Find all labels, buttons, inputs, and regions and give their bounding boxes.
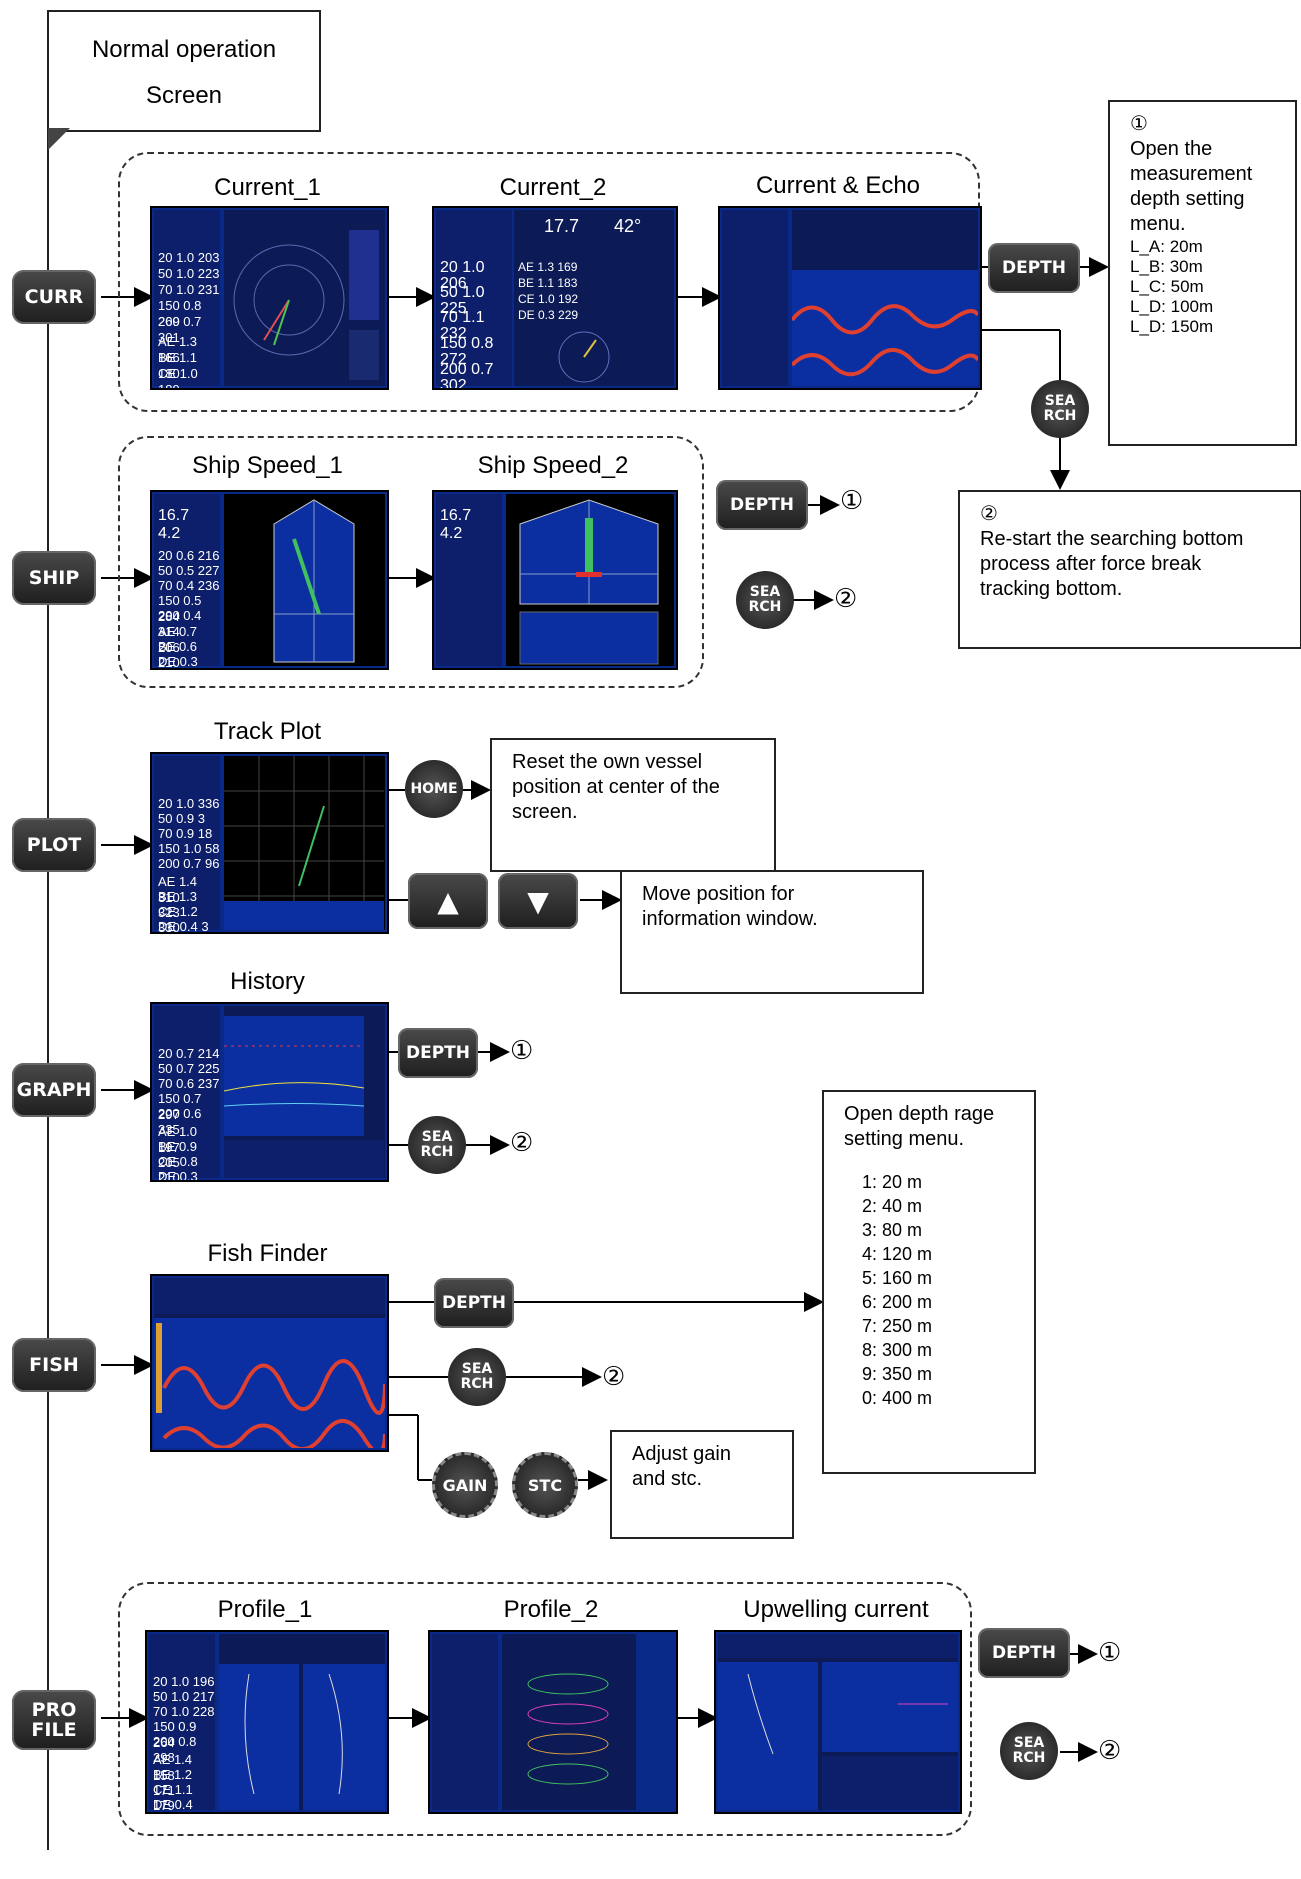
history-label: History [230,968,305,995]
ship1-label: Ship Speed_1 [192,452,343,479]
screen-current2[interactable]: 20 1.0 206 50 1.0 225 70 1.1 232 150 0.8… [432,206,678,390]
screen-main [224,494,385,666]
main-spine [47,130,49,1850]
graph-ref-two: ② [510,1128,534,1158]
screen-left-panel: 20 0.7 214 50 0.7 225 70 0.6 237 150 0.7… [154,1006,220,1180]
up-button[interactable]: ▲ [408,873,488,929]
profile-button[interactable]: PRO FILE [12,1690,96,1750]
screen-left-panel: 20 1.0 336 50 0.9 3 70 0.9 18 150 1.0 58… [154,756,220,932]
screen-main: 17.7 42° AE 1.3 169 BE 1.1 183 CE 1.0 19… [514,210,674,386]
echo-display [790,270,980,386]
screen-main [790,210,980,386]
screen-history[interactable]: 20 0.7 214 50 0.7 225 70 0.6 237 150 0.7… [150,1002,389,1182]
title-corner [48,128,70,150]
ship-group [118,436,704,688]
curr-search-button[interactable]: SEA RCH [1031,380,1089,438]
ship-depth-button[interactable]: DEPTH [716,480,808,530]
fish-ref-two: ② [602,1362,626,1392]
profile-group [118,1582,972,1836]
title-line2: Screen [145,82,223,109]
fish-button[interactable]: FISH [12,1338,96,1392]
screen-main [219,1634,385,1810]
history-graph [223,1016,384,1178]
upwelling-graph [718,1634,958,1810]
screen-profile2[interactable] [428,1630,678,1814]
screen-current1[interactable]: 20 1.0 203 50 1.0 223 70 1.0 231 150 0.8… [150,206,389,390]
screen-main [718,1634,958,1810]
title-box: Normal operation Screen [47,10,321,132]
mini-compass [558,331,610,383]
note-depth-range: Open depth rage setting menu. 1: 20 m 2:… [822,1090,1036,1474]
fish-finder-label: Fish Finder [207,1240,328,1267]
screen-track-plot[interactable]: 20 1.0 336 50 0.9 3 70 0.9 18 150 1.0 58… [150,752,389,934]
stc-knob[interactable]: STC [512,1452,578,1518]
ship-outline-2 [519,499,659,665]
graph-button[interactable]: GRAPH [12,1063,96,1117]
title-line1: Normal operation [91,36,277,63]
ship-outline [273,499,355,663]
triangle-up-icon: ▲ [437,884,459,918]
gain-knob[interactable]: GAIN [432,1452,498,1518]
fish-depth-button[interactable]: DEPTH [434,1278,514,1328]
screen-ship1[interactable]: 16.7 4.2 20 0.6 216 50 0.5 227 70 0.4 23… [150,490,389,670]
screen-left-panel: 20 1.0 196 50 1.0 217 70 1.0 228 150 0.9… [149,1634,215,1812]
profile-depth-button[interactable]: DEPTH [978,1628,1070,1678]
screen-profile1[interactable]: 20 1.0 196 50 1.0 217 70 1.0 228 150 0.9… [145,1630,389,1814]
note-gain: Adjust gain and stc. [610,1430,794,1539]
screen-main [224,210,385,386]
screen-fish-finder[interactable] [150,1274,389,1452]
profile2-label: Profile_2 [503,1596,599,1623]
screen-main [506,494,674,666]
fish-search-button[interactable]: SEA RCH [448,1348,506,1406]
screen-current-echo[interactable] [718,206,982,390]
screen-upwelling[interactable] [714,1630,962,1814]
ship-button[interactable]: SHIP [12,551,96,605]
screen-left-panel: 16.7 4.2 [436,494,502,666]
note-move: Move position for information window. [620,870,924,994]
track-plot-label: Track Plot [213,718,322,745]
profile-spiral [527,1673,609,1785]
screen-left-panel [722,210,788,386]
curr-button[interactable]: CURR [12,270,96,324]
home-button[interactable]: HOME [405,760,463,818]
ship-search-button[interactable]: SEA RCH [736,571,794,629]
down-button[interactable]: ▼ [498,873,578,929]
screen-main [502,1634,636,1810]
graph-depth-button[interactable]: DEPTH [398,1028,478,1078]
ship-ref-two: ② [834,584,858,614]
upwelling-label: Upwelling current [743,1596,929,1623]
profile-search-button[interactable]: SEA RCH [1000,1722,1058,1780]
current1-label: Current_1 [214,174,321,201]
screen-main [223,1006,385,1178]
screen-main [224,756,385,930]
note-home: Reset the own vessel position at center … [490,738,776,872]
plot-button[interactable]: PLOT [12,818,96,872]
screen-left-panel: 16.7 4.2 20 0.6 216 50 0.5 227 70 0.4 23… [154,494,220,668]
profile1-label: Profile_1 [217,1596,313,1623]
graph-ref-one: ① [510,1036,534,1066]
screen-left-panel: 20 1.0 203 50 1.0 223 70 1.0 231 150 0.8… [154,210,220,388]
track-grid [224,756,384,930]
ship-ref-one: ① [840,486,864,516]
note-depth-menu: ① Open the measurement depth setting men… [1108,100,1297,446]
screen-main [154,1278,387,1450]
current2-label: Current_2 [499,174,607,201]
screen-left-panel: 20 1.0 206 50 1.0 225 70 1.1 232 150 0.8… [436,210,512,388]
screen-ship2[interactable]: 16.7 4.2 [432,490,678,670]
current-echo-label: Current & Echo [755,172,921,199]
polar-plot [233,230,379,380]
note-search: ② Re-start the searching bottom process … [958,490,1301,649]
curr-depth-button[interactable]: DEPTH [988,243,1080,293]
profile-graph [219,1664,385,1810]
triangle-down-icon: ▼ [527,884,549,918]
profile-ref-two: ② [1098,1736,1122,1766]
screen-left-panel [432,1634,498,1810]
profile-ref-one: ① [1098,1638,1122,1668]
graph-search-button[interactable]: SEA RCH [408,1116,466,1174]
fish-echo [154,1278,387,1450]
ship2-label: Ship Speed_2 [477,452,629,479]
